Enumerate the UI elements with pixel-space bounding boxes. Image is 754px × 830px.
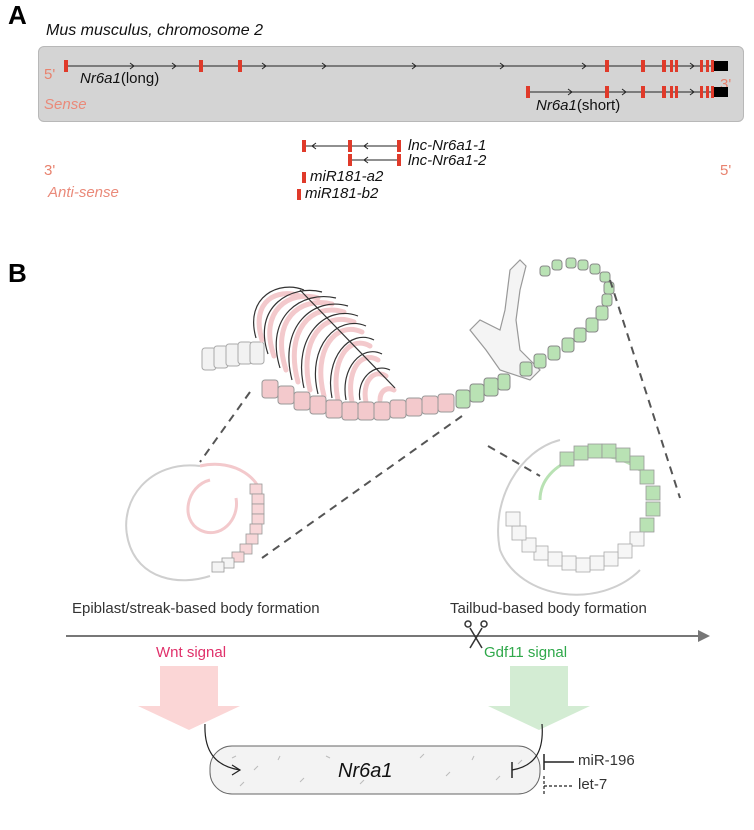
- nr6a1-short-transcript: [526, 86, 728, 98]
- nr6a1-gene-label: Nr6a1: [338, 760, 393, 782]
- sense-track: [38, 46, 744, 122]
- epiblast-somites: [211, 483, 265, 573]
- antisense-3prime-label: 3': [44, 162, 56, 179]
- nr6a1-gene-box: [209, 745, 541, 795]
- tail-vertebrae: [455, 257, 615, 409]
- lnc-nr6a1-2-label: lnc-Nr6a1-2: [408, 152, 487, 169]
- gdf11-activation-arrow: [511, 723, 543, 771]
- mir181-b2-marker: [297, 189, 301, 200]
- rib-cage-outline: [253, 286, 396, 401]
- let7-label: let-7: [578, 776, 608, 793]
- gdf11-arrow: [488, 666, 590, 730]
- lnc-nr6a1-1-label: lnc-Nr6a1-1: [408, 137, 487, 154]
- tailbud-somites-green: [559, 443, 661, 533]
- epiblast-phase-label: Epiblast/streak-based body formation: [72, 600, 320, 617]
- dashed-connector-lines: [199, 279, 681, 559]
- scissors-icon: [464, 620, 488, 649]
- sense-5prime-label: 5': [44, 66, 56, 83]
- cervical-vertebrae: [201, 341, 265, 371]
- timeline-axis: [66, 630, 710, 642]
- wnt-arrow: [138, 666, 240, 730]
- panel-a-letter: A: [8, 0, 27, 30]
- gene-structure-diagram: [64, 60, 728, 200]
- skeleton-embryo-illustration: [66, 257, 710, 796]
- lnc-nr6a1-1-transcript: [302, 140, 401, 152]
- chromosome-title: Mus musculus, chromosome 2: [46, 22, 263, 39]
- thoracic-vertebrae: [261, 379, 455, 421]
- sense-3prime-label: 3': [720, 76, 732, 93]
- wnt-activation-arrow: [204, 723, 241, 771]
- gdf11-signal-label: Gdf11 signal: [484, 644, 568, 661]
- sense-strand-label: Sense: [44, 96, 87, 113]
- panel-b-letter: B: [8, 258, 27, 288]
- gene-box-texture: [231, 753, 523, 787]
- antisense-5prime-label: 5': [720, 162, 732, 179]
- tailbud-phase-label: Tailbud-based body formation: [450, 600, 647, 617]
- antisense-strand-label: Anti-sense: [48, 184, 119, 201]
- epiblast-embryo: [125, 462, 264, 582]
- mir196-label: miR-196: [578, 752, 635, 769]
- wnt-signal-label: Wnt signal: [156, 644, 227, 661]
- pelvis: [469, 259, 541, 381]
- mir181-b2-label: miR181-b2: [305, 185, 379, 202]
- mir181-a2-marker: [302, 172, 306, 183]
- nr6a1-long-transcript: [64, 60, 728, 72]
- lnc-nr6a1-2-transcript: [348, 154, 401, 166]
- mir181-a2-label: miR181-a2: [310, 168, 384, 185]
- nr6a1-short-label: Nr6a1(short): [536, 97, 621, 114]
- rib-cage: [256, 291, 397, 405]
- tailbud-somites-grey: [505, 511, 645, 573]
- nr6a1-long-label: Nr6a1(long): [80, 70, 160, 87]
